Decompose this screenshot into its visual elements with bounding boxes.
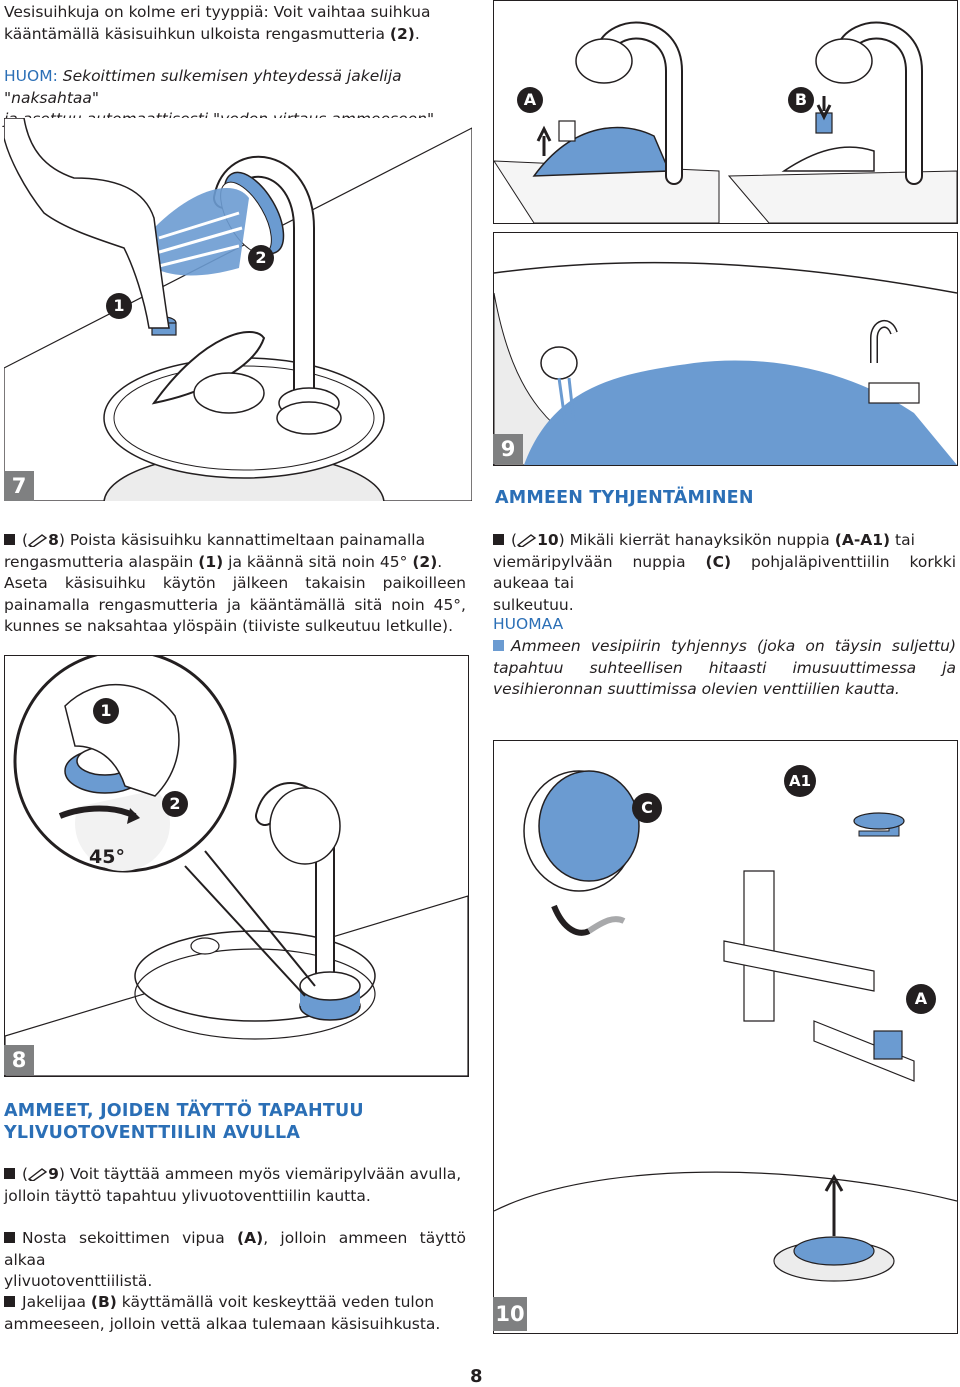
figure-8-heading-line-2: YLIVUOTOVENTTIILIN AVULLA [4,1123,301,1143]
pencil-icon [28,1168,48,1181]
figure-ref: 8 [48,531,59,549]
figure-9-text-b-end: pohjaläpiventtiilin korkki aukeaa tai [493,552,957,593]
figure-10-tab: 10 [493,1297,527,1331]
figure-9-text-line-3: sulkeutuu. [493,595,574,614]
figure-7-text: (8) Poista käsisuihku kannattimeltaan pa… [4,530,466,638]
p1-text-a: ) Voit täyttää ammeen myös viemäripylvää… [58,1165,462,1183]
figure-9-text: (10) Mikäli kierrät hanayksikön nuppia (… [493,530,956,616]
note-text-1: Sekoittimen sulkemisen yhteydessä jakeli… [4,67,402,107]
figure-9-text-line-2: viemäripylvään nuppia (C) pohjaläpiventt… [493,552,956,595]
figure-ref: 9 [48,1165,59,1183]
figure-8-heading: AMMEET, JOIDEN TÄYTTÖ TAPAHTUU YLIVUOTOV… [4,1100,464,1144]
intro-ref: (2) [389,24,415,43]
paren-open: ( [511,531,518,549]
figure-9-tab: 9 [493,434,523,464]
figure-7-text-line-1: (8) Poista käsisuihku kannattimeltaan pa… [4,530,466,552]
pencil-icon [28,534,48,547]
intro-paragraph: Vesisuihkuja on kolme eri tyyppiä: Voit … [4,2,466,45]
figure-9-ref-c: (C) [705,552,732,571]
paren-open: ( [22,1165,29,1183]
p3-ref: (B) [90,1293,117,1311]
bullet-square [4,534,15,545]
bullet-square [4,1232,15,1243]
pencil-icon [517,534,537,547]
huomaa-note-text: Ammeen vesipiirin tyhjennys (joka on täy… [493,637,956,698]
figure-10-label-a1: A1 [784,765,816,797]
note-label: HUOM: [4,67,58,85]
bullet-square [4,1296,15,1307]
figure-ab-label-b: B [788,87,814,113]
figure-7-ref-1: (1) [198,552,224,571]
bullet-square [4,1168,15,1179]
figure-10: A1 C A [493,740,958,1334]
figure-8-callout-2: 2 [162,791,188,817]
figure-9 [493,232,958,466]
figure-9-drawing [494,233,957,465]
huomaa-label: HUOMAA [493,615,564,633]
figure-9-heading: AMMEEN TYHJENTÄMINEN [495,488,754,508]
figure-8-angle-label: 45° [89,846,125,868]
intro-line-2: kääntämällä käsisuihkun ulkoista rengasm… [4,24,466,46]
p3-line-2: ammeeseen, jolloin vettä alkaa tulemaan … [4,1314,441,1333]
p3-text: Jakelijaa [22,1293,91,1311]
paren-open: ( [22,531,29,549]
p1-line-2: jolloin täyttö tapahtuu ylivuotoventtiil… [4,1186,371,1205]
figure-9-text-line-1: (10) Mikäli kierrät hanayksikön nuppia (… [493,530,956,552]
figure-9-text-a: ) Mikäli kierrät hanayksikön nuppia [558,531,835,549]
figure-9-text-a-end: tai [890,531,915,549]
figure-ab: A B [493,0,958,224]
page-number: 8 [470,1366,483,1387]
figure-7-callout-1: 1 [106,293,132,319]
bullet-square-blue [493,640,504,651]
figure-7-tab: 7 [4,471,34,501]
p3-text-end: käyttämällä voit keskeyttää veden tulon [116,1293,435,1311]
p2-text-end: , jolloin ammeen täyttö alkaa [4,1229,466,1269]
figure-7-text-b-mid: ja käännä sitä noin 45° [223,552,413,571]
figure-8-paragraph-2: Nosta sekoittimen vipua (A), jolloin amm… [4,1228,466,1293]
figure-10-drawing [494,741,957,1333]
huomaa-note: Ammeen vesipiirin tyhjennys (joka on täy… [493,636,956,701]
figure-7-text-line-2: rengasmutteria alaspäin (1) ja käännä si… [4,552,466,574]
figure-10-label-c: C [632,793,662,823]
intro-note-line-1: HUOM: Sekoittimen sulkemisen yhteydessä … [4,66,474,109]
figure-7-text-b-end: . [437,552,443,571]
figure-ab-drawing [494,21,957,223]
figure-7-text-line-3: Aseta käsisuihku käytön jälkeen takaisin… [4,574,466,635]
figure-8-paragraph-1: (9) Voit täyttää ammeen myös viemäripylv… [4,1164,466,1207]
figure-8-heading-line-1: AMMEET, JOIDEN TÄYTTÖ TAPAHTUU [4,1101,364,1121]
figure-8-tab: 8 [4,1045,34,1075]
figure-8-callout-1: 1 [93,698,119,724]
figure-7-text-a: ) Poista käsisuihku kannattimeltaan pain… [58,531,426,549]
p2-line-1: Nosta sekoittimen vipua (A), jolloin amm… [4,1228,466,1271]
figure-ref: 10 [537,531,559,549]
p2-line-2: ylivuotoventtiilistä. [4,1272,153,1290]
figure-9-text-b: viemäripylvään nuppia [493,552,706,571]
p3-line-1: Jakelijaa (B) käyttämällä voit keskeyttä… [4,1292,466,1314]
figure-ab-label-a: A [517,87,543,113]
figure-7-drawing [4,118,472,501]
figure-7: 1 2 [4,118,472,501]
figure-8-drawing [5,656,468,1076]
figure-7-callout-2: 2 [248,245,274,271]
figure-9-ref-a: (A-A1) [834,531,891,549]
figure-10-label-a: A [906,984,936,1014]
p1-line-1: (9) Voit täyttää ammeen myös viemäripylv… [4,1164,466,1186]
p2-ref: (A) [237,1229,264,1247]
intro-text: kääntämällä käsisuihkun ulkoista rengasm… [4,24,390,43]
figure-7-text-b: rengasmutteria alaspäin [4,552,199,571]
figure-8-paragraph-3: Jakelijaa (B) käyttämällä voit keskeyttä… [4,1292,466,1335]
intro-text-end: . [414,24,420,43]
bullet-square [493,534,504,545]
intro-line-1: Vesisuihkuja on kolme eri tyyppiä: Voit … [4,3,431,21]
figure-8: 1 2 45° [4,655,469,1077]
p2-text: Nosta sekoittimen vipua [22,1229,238,1247]
figure-7-ref-2: (2) [412,552,438,571]
